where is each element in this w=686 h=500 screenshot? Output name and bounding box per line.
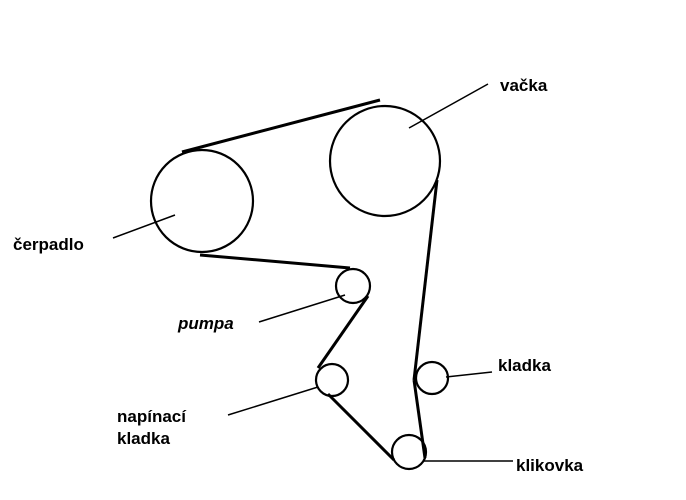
leader-line-napinaci [227, 386, 319, 416]
belt-segment [412, 379, 427, 459]
pump-pulley [149, 148, 255, 254]
label-pumpa: pumpa [178, 314, 234, 333]
belt-segment [316, 295, 370, 369]
idler-pulley [414, 360, 450, 396]
leader-line-kladka [445, 371, 493, 378]
belt-segment [412, 179, 439, 381]
leader-line-vacka [408, 83, 489, 129]
belt-segment [199, 253, 351, 270]
label-napinaci-line1: napínací [117, 407, 186, 426]
label-cerpadlo: čerpadlo [13, 235, 84, 254]
camshaft-pulley [328, 104, 442, 218]
leader-line-cerpadlo [112, 214, 176, 239]
label-kladka: kladka [498, 356, 551, 375]
water-pump-idler [334, 267, 372, 305]
label-napinaci-line2: kladka [117, 429, 170, 448]
leader-line-pumpa [258, 294, 346, 323]
belt-segment [326, 392, 396, 462]
crankshaft-pulley [390, 433, 428, 471]
label-klikovka: klikovka [516, 456, 584, 475]
label-vacka: vačka [500, 76, 548, 95]
belt-segment [181, 98, 381, 154]
tensioner-pulley [314, 362, 350, 398]
